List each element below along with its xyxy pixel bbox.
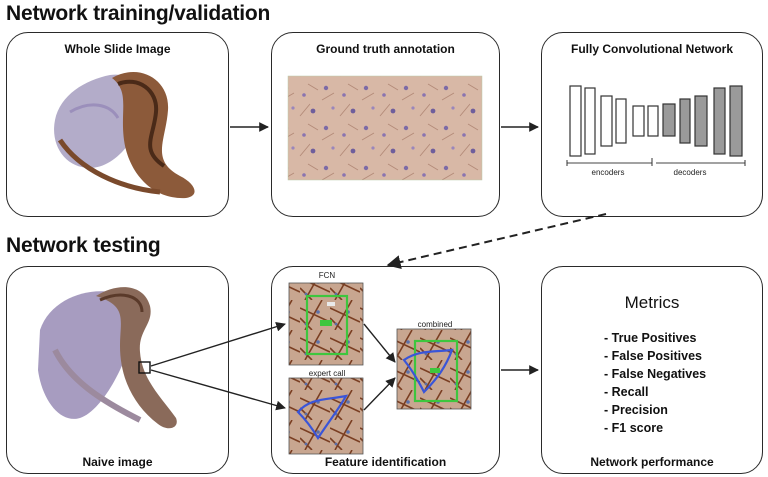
fcn-architecture-diagram xyxy=(566,85,746,166)
arrow-expert-to-combined xyxy=(363,377,396,411)
ground-truth-annotation-image xyxy=(287,75,483,181)
expert-call-image xyxy=(288,377,364,455)
whole-slide-image-label: Whole Slide Image xyxy=(64,42,171,56)
metrics-title: Metrics xyxy=(624,293,680,312)
metrics-list: True Positives False Positives False Neg… xyxy=(604,329,707,437)
arrow-naive-to-fcn-panel xyxy=(150,321,286,367)
arrow-fcn-to-combined xyxy=(363,323,396,363)
encoders-label: encoders xyxy=(591,168,625,177)
metric-item: False Negatives xyxy=(604,365,707,383)
testing-section-title: Network testing xyxy=(6,234,161,257)
decoders-label: decoders xyxy=(673,168,707,177)
metric-item: False Positives xyxy=(604,347,706,365)
dashed-arrow-fcn-to-testing xyxy=(386,213,607,269)
metric-item: True Positives xyxy=(604,329,706,347)
metric-item: Precision xyxy=(604,401,706,419)
whole-slide-tissue-image xyxy=(54,72,195,199)
combined-panel-caption: combined xyxy=(417,320,453,329)
network-performance-label: Network performance xyxy=(590,455,714,469)
fcn-label: Fully Convolutional Network xyxy=(570,42,733,56)
metric-item: Recall xyxy=(604,383,706,401)
arrow-naive-to-expert-panel xyxy=(150,369,286,411)
expert-panel-caption: expert call xyxy=(308,369,346,378)
metric-item: F1 score xyxy=(604,419,706,437)
fcn-result-image xyxy=(288,282,364,366)
training-section-title: Network training/validation xyxy=(6,2,271,25)
naive-image-label: Naive image xyxy=(82,455,153,469)
naive-tissue-image xyxy=(38,287,177,429)
network-performance-panel: Metrics True Positives False Positives F… xyxy=(541,266,763,474)
fcn-panel-caption: FCN xyxy=(318,271,336,280)
feature-identification-label: Feature identification xyxy=(324,455,447,469)
ground-truth-label: Ground truth annotation xyxy=(316,42,455,56)
combined-result-image xyxy=(396,328,472,410)
